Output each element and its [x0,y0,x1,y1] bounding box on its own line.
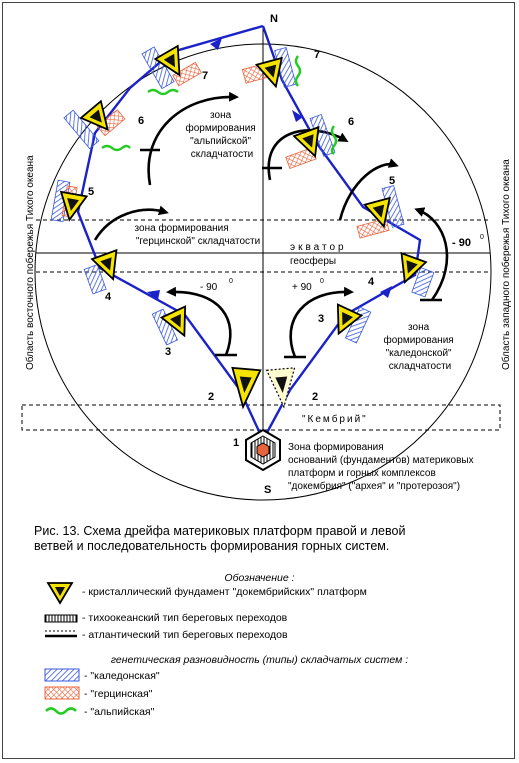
platform-right-7 [241,47,297,91]
num-right-4: 4 [368,276,375,288]
platform-left-7 [141,45,202,90]
figure-caption: Рис. 13. Схема дрейфа материковых платфо… [34,524,504,554]
equator-label-1: экватор [290,242,347,253]
num-right-7: 7 [314,49,320,61]
caledonian-arrow-right [289,286,354,358]
platform-left-3 [151,305,198,346]
right-branch-path [261,25,422,441]
right-path-arrow-2 [380,286,392,298]
num-right-2: 2 [312,391,318,403]
legend-item-atlantic: - атлантический тип береговых переходов [82,629,288,641]
caption-line-2: ветвей и последовательность формирования… [34,539,390,553]
platform-left-5 [50,179,88,223]
legend-pacific-icon [44,614,78,623]
left-side-label: Область восточного побережья Тихого океа… [24,155,36,370]
platform-right-5 [356,185,405,239]
num-left-5: 5 [88,186,94,198]
platform-right-2 [265,367,296,409]
angle-left-lower: - 90 [200,282,218,293]
num-left-4: 4 [105,291,112,303]
pole-south: S [264,484,271,496]
degree-mark-2: 0 [320,278,324,285]
legend-symbols [44,582,80,715]
num-right-5: 5 [389,175,395,187]
zone-alpine: зона формирования "альпийской" складчато… [185,110,258,160]
alpine-mark-right-7 [294,55,302,87]
left-path-arrow [210,38,222,50]
num-right-3: 3 [318,313,324,325]
legend-item-alpine: - "альпийская" [84,706,155,718]
drift-diagram: N S Область восточного побережья Тихого … [21,13,512,501]
angle-right-upper: - 90 [452,237,471,249]
num-right-6: 6 [348,116,354,128]
legend-genetic-title: генетическая разновидность (типы) складч… [110,654,409,666]
degree-mark-3: 0 [480,234,484,241]
num-left-7: 7 [202,70,208,82]
angle-right-lower: + 90 [292,282,312,293]
legend-item-pacific: - тихоокеанский тип береговых переходов [82,612,288,624]
right-upper-rotation-arrow [414,207,449,301]
caledonian-arrow-left [166,286,232,356]
platform-left-6 [63,100,126,150]
degree-mark-1: 0 [229,278,233,285]
cambrian-label: "Кембрий" [302,413,368,425]
legend-hercynian-icon [44,686,80,700]
pole-north: N [270,13,278,25]
platform-right-6 [285,113,336,170]
zone-caledonian: зона формирования "каледонской" складчат… [383,322,456,372]
zone-hercynian: зона формирования "герцинской" складчато… [135,222,261,247]
legend-caledonian-icon [44,668,80,682]
alpine-mark-left-7 [147,88,179,96]
legend-item-platform: - кристаллический фундамент "докембрийск… [82,586,367,598]
hercynian-arrow-left [93,205,169,241]
legend-atlantic-icon [45,630,77,638]
platform-left-4 [83,249,127,295]
platform-left-2 [231,366,262,410]
num-left-6: 6 [138,115,144,127]
right-side-label: Область западного побережья Тихого океан… [500,159,512,370]
num-left-3: 3 [165,346,171,358]
hercynian-arrow-right [338,158,399,221]
alpine-mark-left-6 [101,144,131,152]
legend-item-caledonian: - "каледонская" [84,670,160,682]
num-origin-1: 1 [233,437,239,449]
legend-item-hercynian: - "герцинская" [84,688,153,700]
caption-line-1: Рис. 13. Схема дрейфа материковых платфо… [34,524,406,538]
legend-title: Обозначение : [224,572,295,584]
cambrian-band [21,404,501,431]
platform-right-4 [391,252,435,298]
zone-foundation: Зона формирования оснований (фундаментов… [288,441,476,492]
alpine-mark-right-6 [330,125,338,155]
legend-platform-icon [46,582,74,605]
num-left-2: 2 [208,391,214,403]
origin-hexagon [245,428,281,472]
right-path-arrow [292,110,303,122]
equator-label-2: геосферы [290,255,336,267]
alpine-arrow-left [147,91,239,186]
legend-alpine-icon [45,707,77,715]
platform-right-3 [325,303,372,344]
left-path-arrow-2 [147,290,160,300]
